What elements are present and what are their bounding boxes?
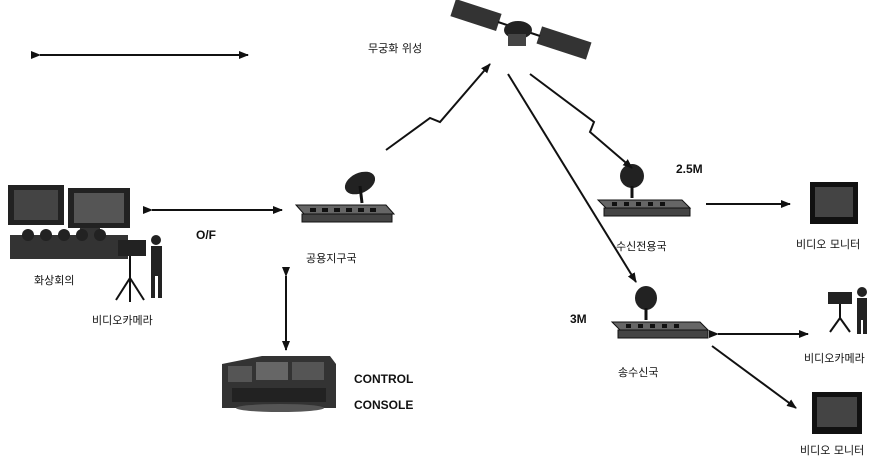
satellite-icon (450, 0, 592, 60)
link-txrx-to-monitor (711, 345, 797, 409)
satellite-label: 무궁화 위성 (368, 42, 423, 55)
uplink-station-to-satellite (385, 63, 491, 151)
video-monitor-bottom-icon (812, 392, 862, 434)
control-console-icon (222, 356, 336, 412)
rate-2-5m-label: 2.5M (676, 162, 703, 176)
console-label: CONSOLE (354, 398, 414, 412)
downlink-satellite-to-receive-station (529, 73, 633, 169)
txrx-station-label: 송수신국 (618, 366, 659, 379)
public-earth-station-icon (294, 171, 396, 223)
video-camera-icon (115, 235, 162, 302)
videoconference-label: 화상회의 (34, 274, 75, 287)
video-camera-right-icon (828, 287, 867, 334)
of-label: O/F (196, 228, 216, 242)
receive-only-station-label: 수신전용국 (616, 240, 667, 253)
control-label: CONTROL (354, 372, 414, 386)
camera-left-label: 비디오카메라 (92, 314, 153, 327)
videoconference-icon (8, 185, 130, 259)
rate-3m-label: 3M (570, 312, 587, 326)
transmit-receive-station-icon (610, 286, 710, 339)
video-monitor-bottom-label: 비디오 모니터 (800, 444, 865, 457)
video-monitor-top-label: 비디오 모니터 (796, 238, 861, 251)
receive-only-station-icon (596, 164, 692, 217)
link-satellite-to-txrx-station (507, 73, 637, 283)
camera-right-label: 비디오카메라 (804, 352, 865, 365)
public-station-label: 공용지구국 (306, 252, 357, 265)
video-monitor-top-icon (810, 182, 858, 224)
